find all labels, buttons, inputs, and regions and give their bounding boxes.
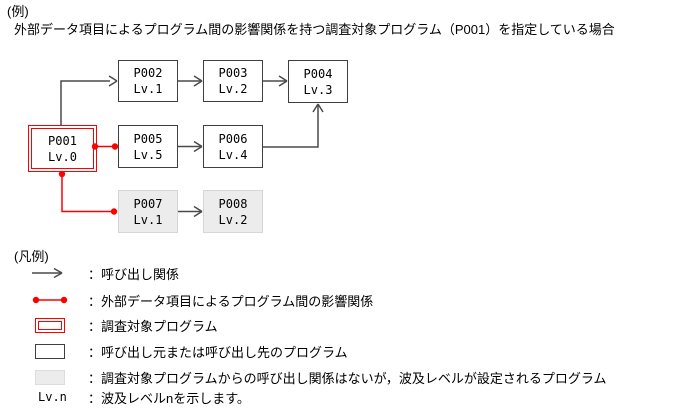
figure-caption: 外部データ項目によるプログラム間の影響関係を持つ調査対象プログラム（P001）を… xyxy=(14,22,615,37)
target-program-box-icon xyxy=(35,317,65,333)
influence-line-p001-p007 xyxy=(58,170,118,215)
impact-level: Lv.4 xyxy=(218,147,248,162)
example-label: (例) xyxy=(7,4,29,19)
program-box-p005: P005 Lv.5 xyxy=(118,125,178,168)
program-box-p001-inner: P001 Lv.0 xyxy=(31,128,94,169)
legend-item-call-relation: ：呼び出し関係 xyxy=(18,262,179,284)
program-id: P005 xyxy=(133,131,163,146)
program-id: P006 xyxy=(218,131,248,146)
legend-item-label: ：調査対象プログラム xyxy=(88,318,218,334)
program-id: P007 xyxy=(133,196,163,211)
legend-title: (凡例) xyxy=(14,249,49,264)
legend-item-impact-level-notation: Lv.n ：波及レベルnを示します。 xyxy=(18,387,250,407)
caller-callee-program-box-icon xyxy=(35,343,65,359)
legend-item-label: ：呼び出し関係 xyxy=(88,266,180,282)
legend-item-label: ：呼び出し元または呼び出し先のプログラム xyxy=(88,344,348,360)
impact-level: Lv.1 xyxy=(133,212,163,227)
legend-item-target-program: ：調査対象プログラム xyxy=(18,314,218,336)
call-arrow-p005-p006 xyxy=(178,140,203,153)
program-id: P002 xyxy=(133,66,163,80)
program-box-p001: P001 Lv.0 xyxy=(28,125,97,172)
call-arrow-p007-p008 xyxy=(178,205,203,218)
impact-level: Lv.0 xyxy=(48,149,77,164)
program-box-p007: P007 Lv.1 xyxy=(118,190,178,233)
legend-item-caller-callee-program: ：呼び出し元または呼び出し先のプログラム xyxy=(18,340,348,362)
program-box-p004: P004 Lv.3 xyxy=(288,60,348,103)
call-arrow-p006-p004 xyxy=(263,103,324,148)
call-arrow-p001-p002 xyxy=(60,75,118,125)
program-box-p003: P003 Lv.2 xyxy=(203,60,263,102)
impact-level: Lv.3 xyxy=(303,82,333,97)
legend-item-label: ：外部データ項目によるプログラム間の影響関係 xyxy=(88,293,374,309)
legend-item-impact-level-program: ：調査対象プログラムからの呼び出し関係はないが，波及レベルが設定されるプログラム xyxy=(18,366,606,388)
call-arrow-p003-p004 xyxy=(263,75,288,87)
call-arrow-icon xyxy=(32,267,63,279)
impact-level: Lv.5 xyxy=(133,147,163,162)
legend-item-label: ：調査対象プログラムからの呼び出し関係はないが，波及レベルが設定されるプログラム xyxy=(88,370,607,386)
program-id: P004 xyxy=(303,66,333,81)
call-arrow-p002-p003 xyxy=(178,75,203,87)
legend-item-external-data-influence: ：外部データ項目によるプログラム間の影響関係 xyxy=(18,289,373,311)
impact-level: Lv.1 xyxy=(133,82,163,96)
program-box-p006: P006 Lv.4 xyxy=(203,125,263,168)
impact-level: Lv.2 xyxy=(218,212,248,227)
program-box-p002: P002 Lv.1 xyxy=(118,60,178,102)
impact-level-symbol: Lv.n xyxy=(38,390,67,404)
impact-level-program-box-icon xyxy=(35,369,65,385)
program-id: P008 xyxy=(218,196,248,211)
legend-item-label: ：波及レベルnを示します。 xyxy=(88,390,250,406)
program-id: P003 xyxy=(218,66,248,80)
program-id: P001 xyxy=(48,133,77,148)
program-box-p008: P008 Lv.2 xyxy=(203,190,263,233)
impact-level: Lv.2 xyxy=(218,82,248,96)
external-data-influence-icon xyxy=(32,296,68,304)
